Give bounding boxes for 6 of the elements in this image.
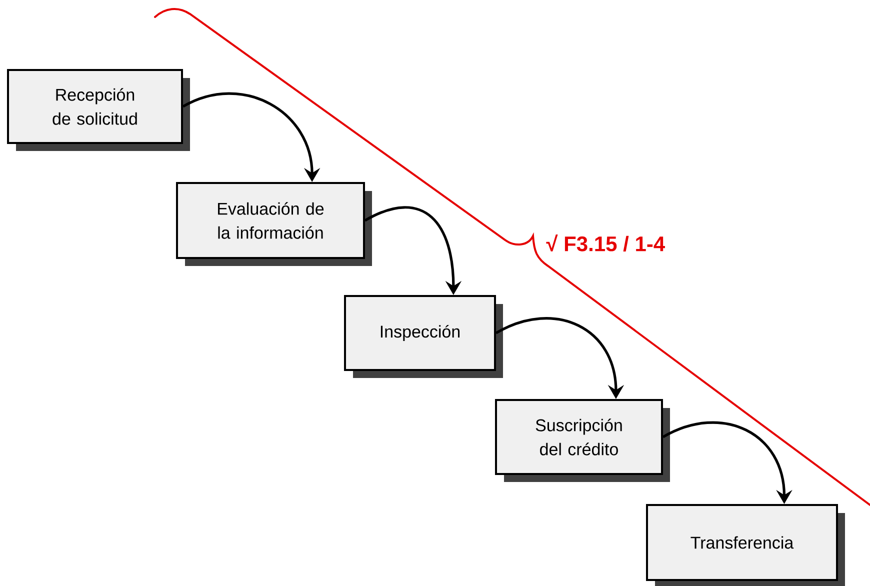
process-box: Inspección: [344, 295, 503, 378]
process-box: Transferencia: [646, 504, 845, 586]
annotation: √ F3.15 / 1-4: [546, 234, 665, 252]
process-box: Evaluación de la información: [176, 182, 372, 266]
process-box: Suscripción del crédito: [495, 399, 670, 482]
process-box: Recepción de solicitud: [7, 69, 190, 151]
